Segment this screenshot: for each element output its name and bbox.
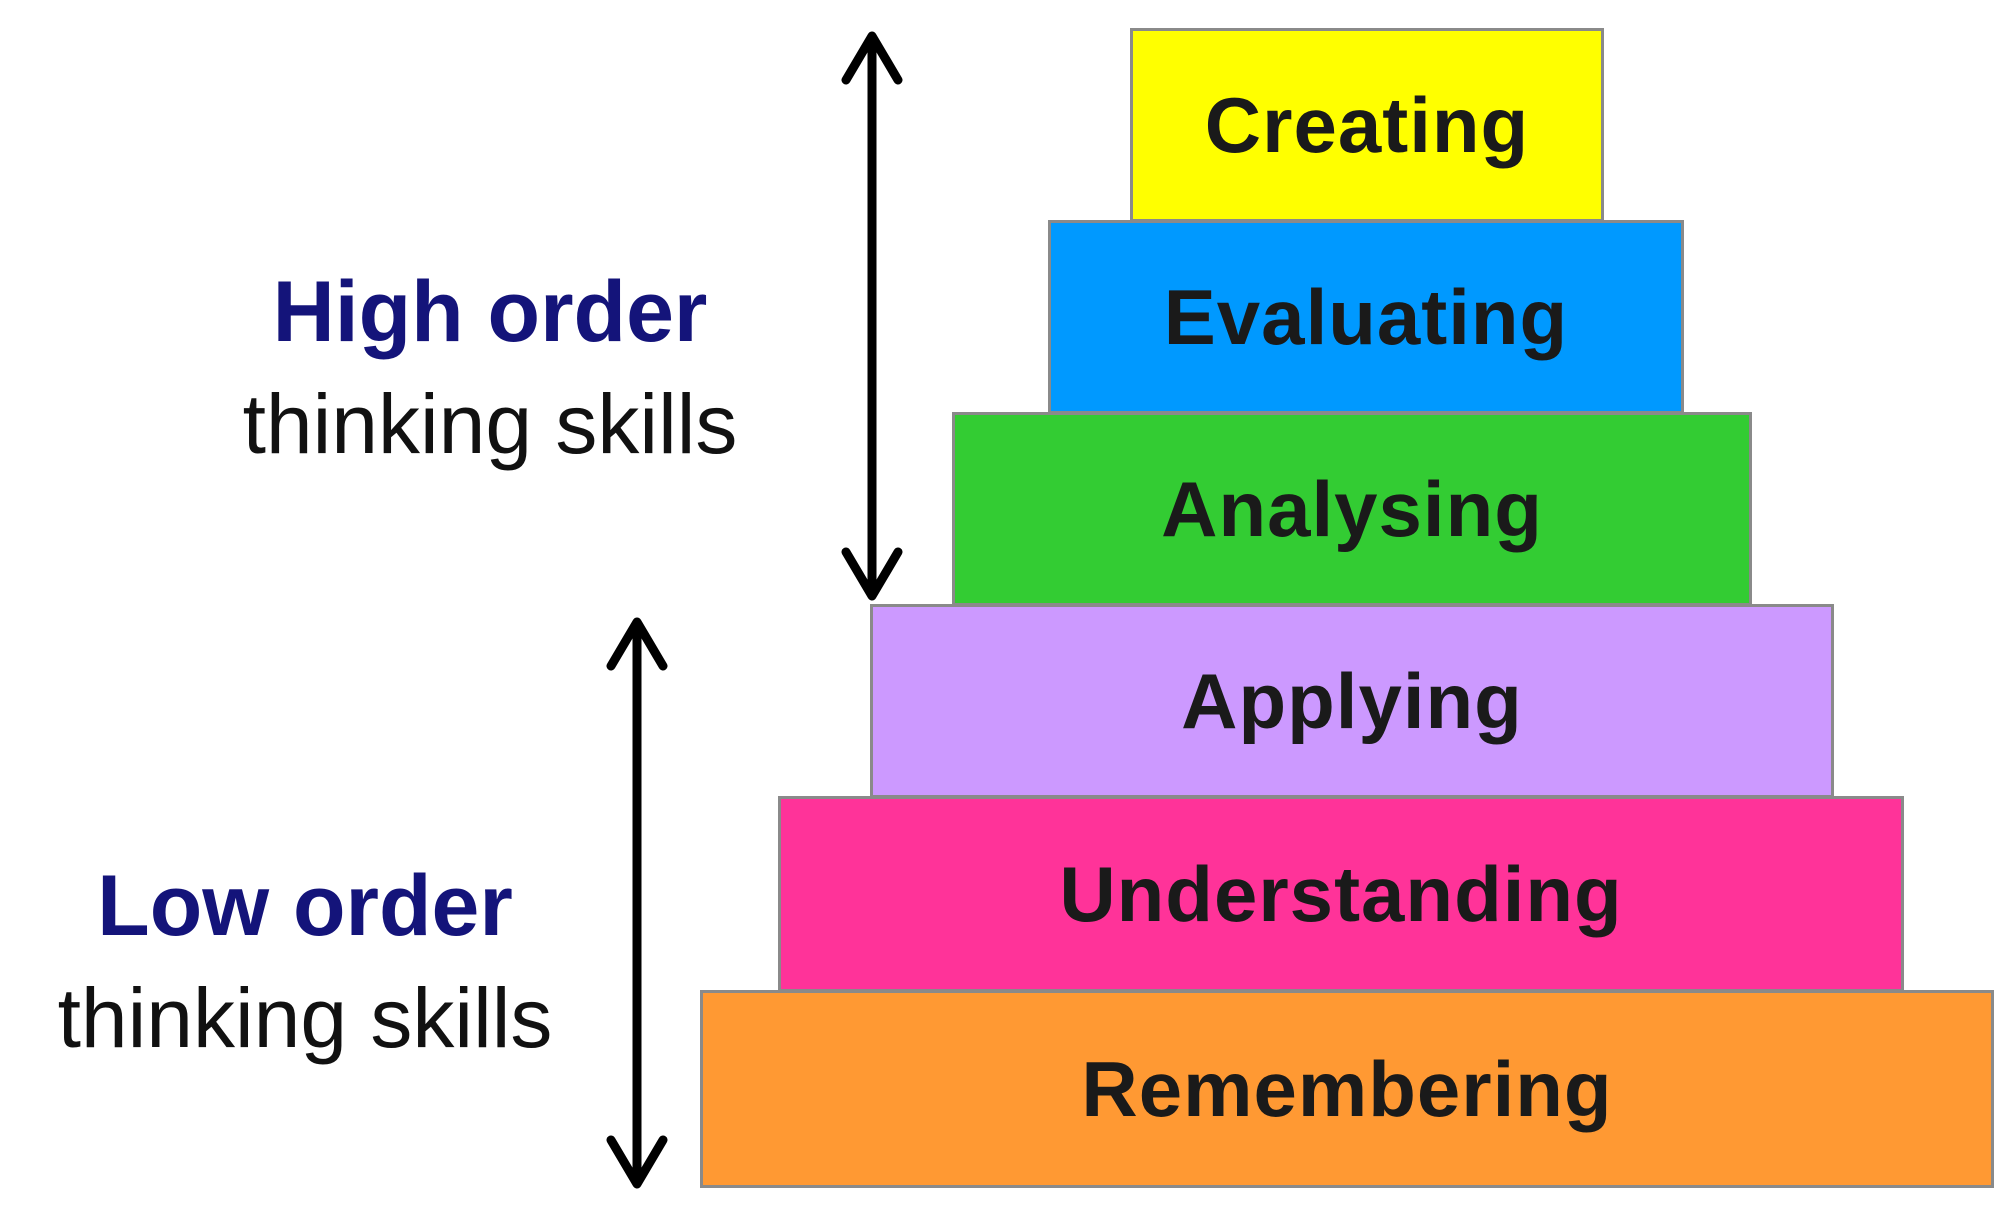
- level-label-applying: Applying: [1181, 656, 1523, 745]
- low-order-label: Low order thinking skills: [10, 850, 600, 1074]
- low-order-subtitle: thinking skills: [57, 971, 553, 1065]
- level-label-creating: Creating: [1204, 80, 1530, 169]
- level-understanding: Understanding: [778, 796, 1904, 992]
- high-order-subtitle: thinking skills: [242, 377, 738, 471]
- level-label-evaluating: Evaluating: [1163, 272, 1569, 361]
- high-order-title: High order: [272, 264, 708, 360]
- level-label-remembering: Remembering: [1081, 1044, 1613, 1133]
- level-remembering: Remembering: [700, 990, 1994, 1188]
- high-order-label: High order thinking skills: [190, 256, 790, 480]
- low-order-title: Low order: [97, 858, 513, 954]
- low-order-double-arrow: [606, 617, 668, 1189]
- level-applying: Applying: [870, 604, 1834, 798]
- level-evaluating: Evaluating: [1048, 220, 1684, 414]
- high-order-double-arrow: [841, 31, 903, 601]
- level-label-understanding: Understanding: [1059, 849, 1623, 938]
- level-creating: Creating: [1130, 28, 1604, 222]
- level-label-analysing: Analysing: [1161, 464, 1543, 553]
- level-analysing: Analysing: [952, 412, 1752, 606]
